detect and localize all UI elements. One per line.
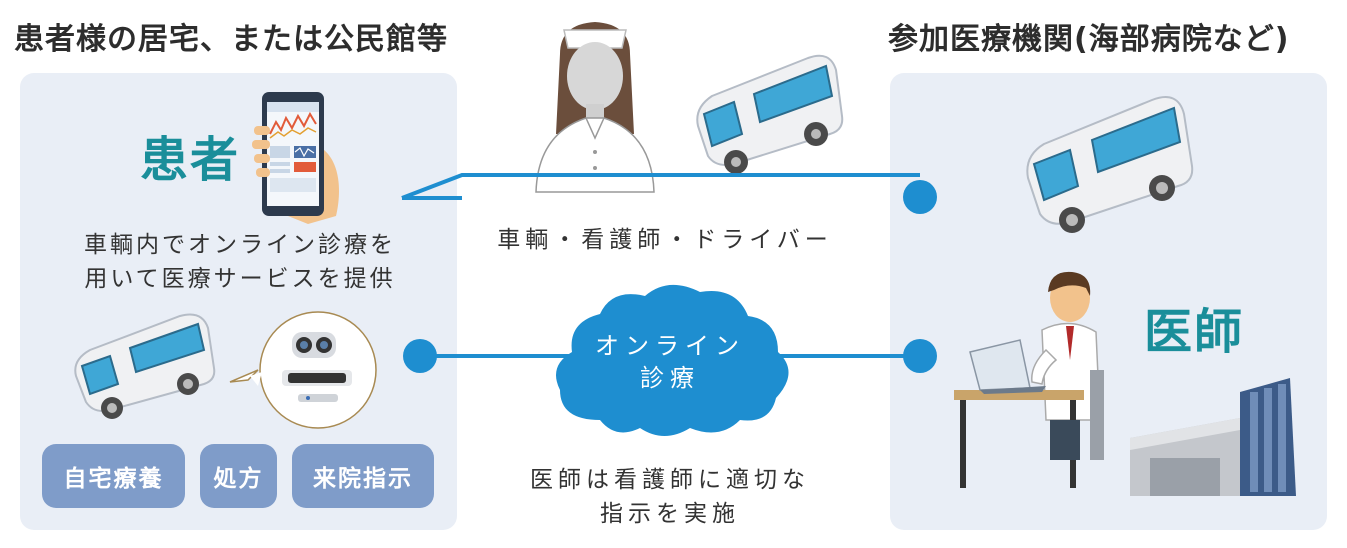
bottom-text: 医師は看護師に適切な 指示を実施 [480, 463, 860, 531]
van-icon [70, 310, 220, 420]
bottom-text-line1: 医師は看護師に適切な [530, 467, 810, 493]
top-link-label: 車輌・看護師・ドライバー [497, 227, 833, 253]
patient-desc-line1: 車輌内でオンライン診療を [84, 232, 396, 258]
cloud-line1: オンライン [595, 332, 745, 360]
van-icon [690, 50, 850, 180]
doctor-icon [950, 270, 1120, 490]
doctor-label: 医師 [1144, 304, 1245, 360]
patient-label: 患者 [140, 132, 241, 188]
left-title: 患者様の居宅、または公民館等 [14, 22, 448, 57]
van-icon [1020, 90, 1200, 240]
pill-visit-instruction: 来院指示 [292, 444, 434, 508]
bottom-text-line2: 指示を実施 [600, 501, 740, 527]
camera-device-bubble [228, 310, 378, 430]
cloud-line2: 診療 [640, 364, 700, 392]
cloud-label: オンライン 診療 [570, 330, 770, 394]
patient-description: 車輌内でオンライン診療を 用いて医療サービスを提供 [40, 228, 440, 296]
patient-desc-line2: 用いて医療サービスを提供 [84, 266, 396, 292]
right-title: 参加医療機関(海部病院など) [888, 22, 1290, 57]
smartphone-icon [248, 86, 348, 226]
nurse-icon [530, 14, 660, 194]
pill-prescription: 処方 [200, 444, 277, 508]
hospital-building-icon [1130, 378, 1300, 498]
pill-home-care: 自宅療養 [42, 444, 185, 508]
